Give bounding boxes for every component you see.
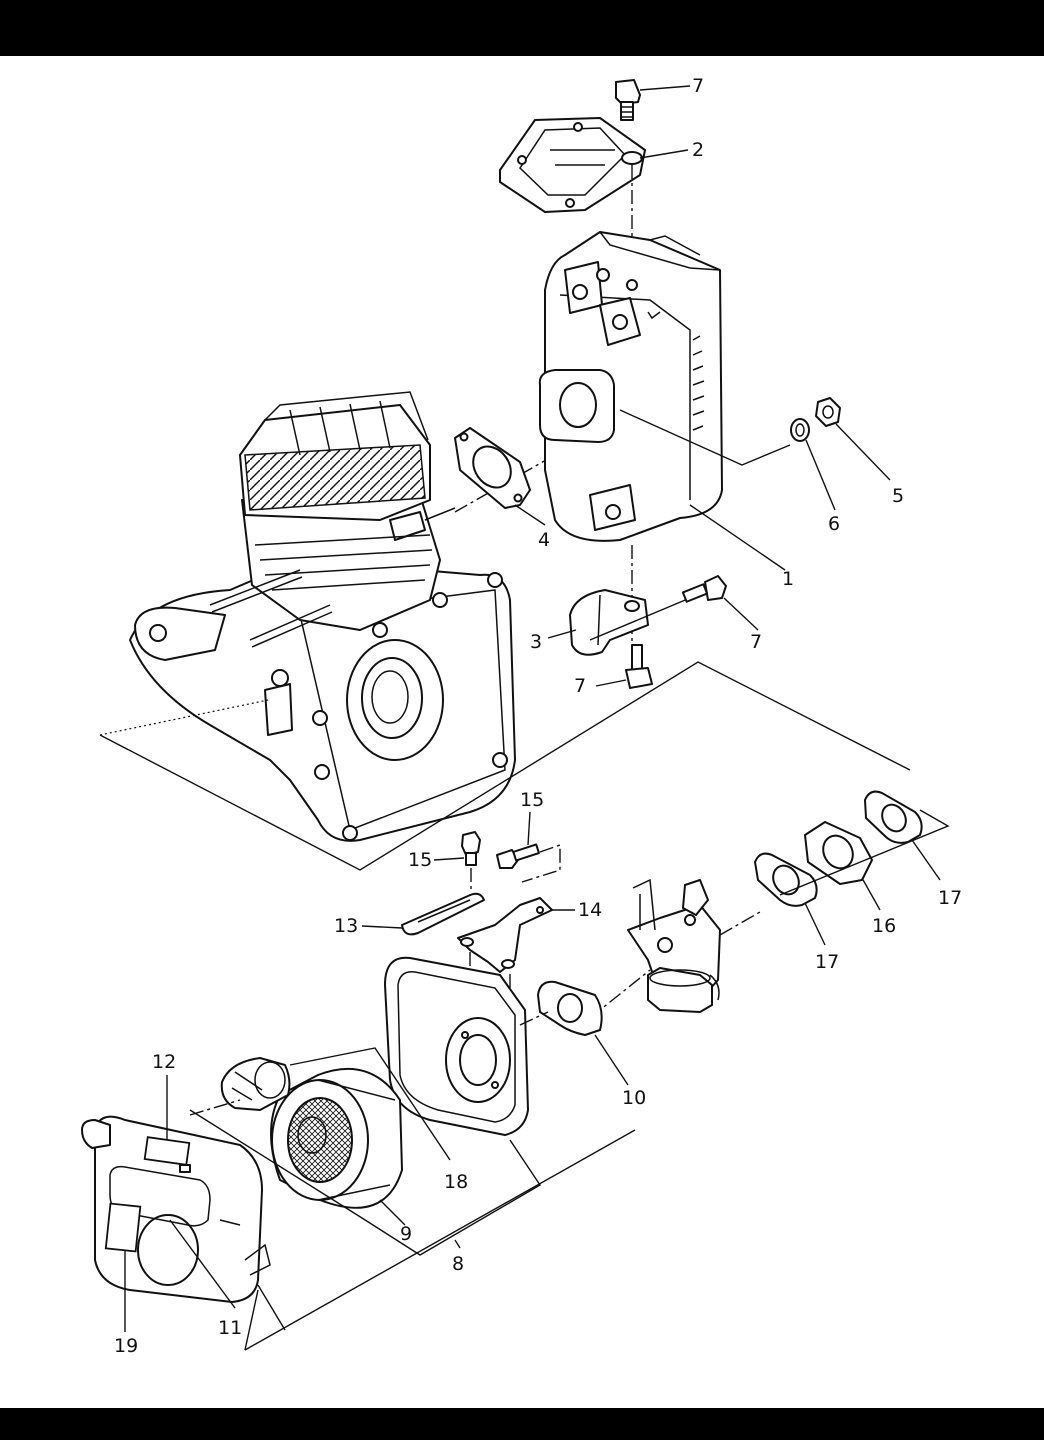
callout-16: 16 bbox=[872, 915, 896, 937]
callout-7-bottom: 7 bbox=[574, 675, 586, 697]
leader-5 bbox=[836, 424, 890, 480]
carb-gasket-b bbox=[865, 792, 922, 843]
engine-block bbox=[100, 392, 515, 841]
leader-2 bbox=[640, 150, 688, 158]
callout-3: 3 bbox=[530, 631, 542, 653]
bolt-bottom bbox=[626, 645, 652, 688]
hex-nut bbox=[816, 398, 840, 426]
leader-9 bbox=[380, 1200, 405, 1225]
callout-11: 11 bbox=[218, 1317, 242, 1339]
callout-7-top: 7 bbox=[692, 75, 704, 97]
exhaust-gasket bbox=[455, 428, 530, 508]
insulator bbox=[805, 822, 872, 884]
bolt-side bbox=[683, 576, 726, 602]
callout-19: 19 bbox=[114, 1335, 138, 1357]
callout-18: 18 bbox=[444, 1171, 468, 1193]
callout-6: 6 bbox=[828, 513, 840, 535]
leader-16 bbox=[862, 878, 880, 910]
callout-14: 14 bbox=[578, 899, 602, 921]
air-filter-element bbox=[271, 1069, 402, 1208]
air-cleaner-gasket bbox=[538, 982, 602, 1035]
muffler bbox=[540, 232, 722, 541]
leader-7-side bbox=[724, 598, 758, 630]
callout-17-left: 17 bbox=[815, 951, 839, 973]
leader-10 bbox=[595, 1035, 628, 1085]
callout-7-side: 7 bbox=[750, 631, 762, 653]
leader-13 bbox=[362, 926, 402, 928]
leader-17-left bbox=[805, 903, 825, 945]
air-cleaner-bracket bbox=[458, 898, 552, 972]
callout-9: 9 bbox=[400, 1223, 412, 1245]
leader-8 bbox=[455, 1240, 460, 1248]
callout-1: 1 bbox=[782, 568, 794, 590]
group-line-8c bbox=[258, 1285, 285, 1330]
screw-right bbox=[497, 844, 539, 868]
leader-7-top bbox=[640, 86, 690, 90]
muffler-cover-plate bbox=[500, 118, 645, 212]
leader-6 bbox=[806, 440, 835, 510]
screw-left bbox=[462, 832, 480, 865]
bolt-top bbox=[616, 80, 640, 120]
decal-19 bbox=[106, 1204, 141, 1252]
callout-4: 4 bbox=[538, 529, 550, 551]
adjuster-plate bbox=[402, 894, 484, 935]
carburetor bbox=[628, 880, 720, 1012]
callout-13: 13 bbox=[334, 915, 358, 937]
lock-washer bbox=[791, 419, 809, 441]
leader-15-right bbox=[528, 812, 530, 845]
callout-10: 10 bbox=[622, 1087, 646, 1109]
air-cleaner-base bbox=[385, 958, 528, 1135]
callout-5: 5 bbox=[892, 485, 904, 507]
callout-12: 12 bbox=[152, 1051, 176, 1073]
leader-1 bbox=[690, 505, 785, 570]
callout-17-right: 17 bbox=[938, 887, 962, 909]
leader-17-right bbox=[912, 840, 940, 880]
callout-8: 8 bbox=[452, 1253, 464, 1275]
callout-2: 2 bbox=[692, 139, 704, 161]
callout-15-left: 15 bbox=[408, 849, 432, 871]
leader-7-bottom bbox=[596, 680, 626, 686]
callout-15-right: 15 bbox=[520, 789, 544, 811]
group-line-8d bbox=[245, 1290, 258, 1350]
decal-12 bbox=[145, 1137, 190, 1165]
leader-4 bbox=[515, 505, 545, 525]
leader-15-left bbox=[434, 858, 464, 860]
axis-carb-insulator bbox=[720, 912, 760, 935]
